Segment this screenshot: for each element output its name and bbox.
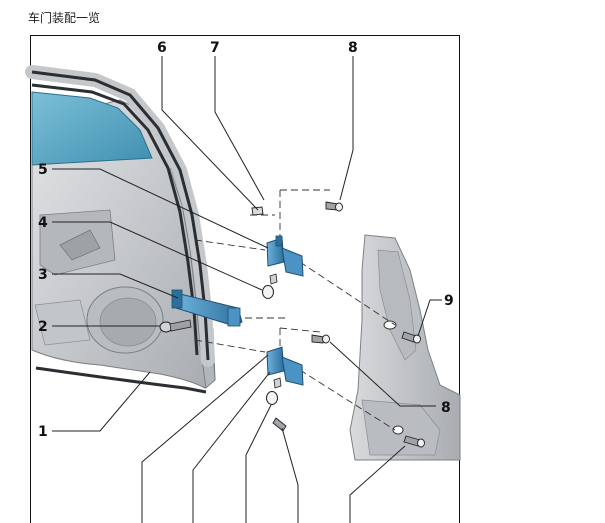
leader-lines [52, 56, 442, 523]
nut-icon [262, 273, 282, 405]
hinge-icon [266, 346, 304, 386]
callout-3: 3 [38, 267, 48, 283]
door-check-strap-icon [171, 289, 243, 327]
callout-9: 9 [444, 293, 454, 309]
bolt-icon [159, 319, 192, 333]
callout-7: 7 [210, 40, 220, 56]
callout-5: 5 [38, 162, 48, 178]
diagram-frame [30, 35, 460, 523]
body-pillar [349, 234, 461, 461]
door-glass [31, 91, 153, 166]
hinge-icon [266, 235, 304, 277]
callout-2: 2 [38, 319, 48, 335]
door-window-frame [25, 65, 215, 394]
callout-6: 6 [157, 40, 167, 56]
page-title: 车门装配一览 [28, 11, 101, 25]
bolt-icon [251, 201, 425, 448]
callout-8-top: 8 [348, 40, 358, 56]
callout-4: 4 [38, 215, 48, 231]
callout-8-bottom: 8 [441, 400, 451, 416]
callout-1: 1 [38, 424, 48, 440]
